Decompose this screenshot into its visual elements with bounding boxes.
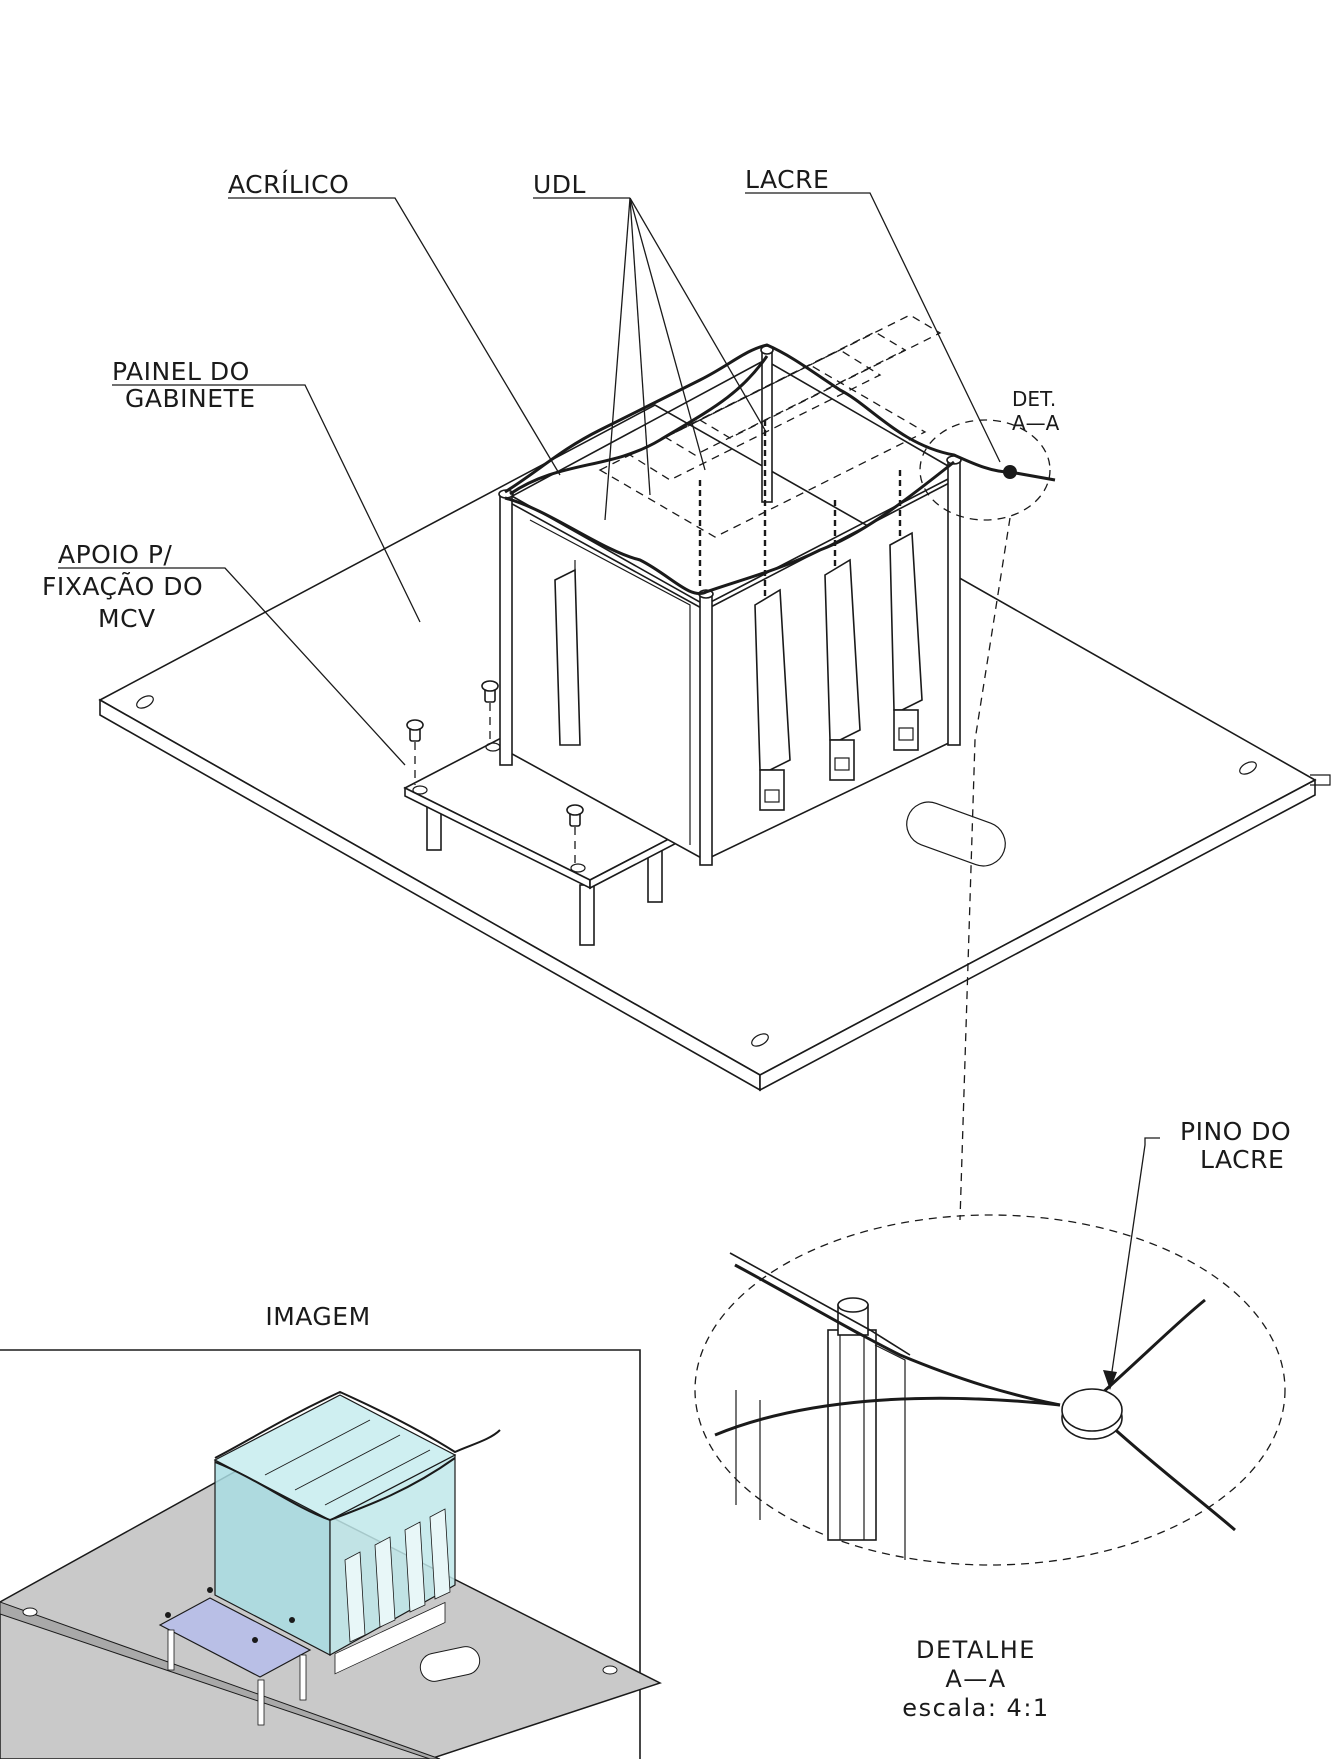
main-assembly-drawing bbox=[98, 314, 1331, 1221]
label-lacre: LACRE bbox=[745, 165, 829, 194]
seal-wire bbox=[504, 343, 1056, 595]
detail-caption-line3: escala: 4:1 bbox=[902, 1694, 1049, 1722]
udl-fin bbox=[554, 568, 581, 746]
label-udl: UDL bbox=[533, 170, 586, 199]
label-acrilico: ACRÍLICO bbox=[228, 170, 349, 199]
label-pino-line1: PINO DO bbox=[1180, 1117, 1291, 1146]
label-det-line2: A—A bbox=[1012, 411, 1060, 435]
screw bbox=[406, 719, 424, 785]
screw bbox=[481, 680, 499, 742]
screw bbox=[566, 804, 584, 864]
preview-acrylic-top bbox=[213, 1394, 457, 1521]
detail-circle bbox=[694, 1214, 1286, 1566]
image-preview-title: IMAGEM bbox=[265, 1302, 370, 1331]
seal-pin bbox=[1061, 1388, 1123, 1440]
label-apoio-line2: FIXAÇÃO DO bbox=[42, 571, 203, 601]
label-painel-line2: GABINETE bbox=[125, 384, 256, 413]
detail-caption-line2: A—A bbox=[945, 1665, 1006, 1693]
detail-view-a-a: PINO DO LACRE DETALHE A—A escala: 4:1 bbox=[694, 1117, 1291, 1722]
detail-marker-circle bbox=[919, 419, 1051, 521]
callouts: ACRÍLICO UDL LACRE PAINEL DO GABINETE AP… bbox=[42, 165, 1060, 766]
udl-units bbox=[554, 314, 942, 811]
udl-fin bbox=[889, 531, 923, 751]
label-apoio-line3: MCV bbox=[98, 604, 156, 633]
label-painel-line1: PAINEL DO bbox=[112, 357, 250, 386]
udl-fin bbox=[754, 588, 791, 811]
label-det-line1: DET. bbox=[1012, 387, 1056, 411]
image-preview: IMAGEM bbox=[0, 1302, 662, 1759]
udl-fin bbox=[824, 558, 861, 781]
preview-support-plate bbox=[158, 1597, 312, 1678]
label-apoio-line1: APOIO P/ bbox=[58, 540, 172, 569]
detail-connector-line bbox=[959, 517, 1011, 1221]
detail-caption-line1: DETALHE bbox=[916, 1636, 1036, 1664]
label-pino-line2: LACRE bbox=[1200, 1145, 1284, 1174]
